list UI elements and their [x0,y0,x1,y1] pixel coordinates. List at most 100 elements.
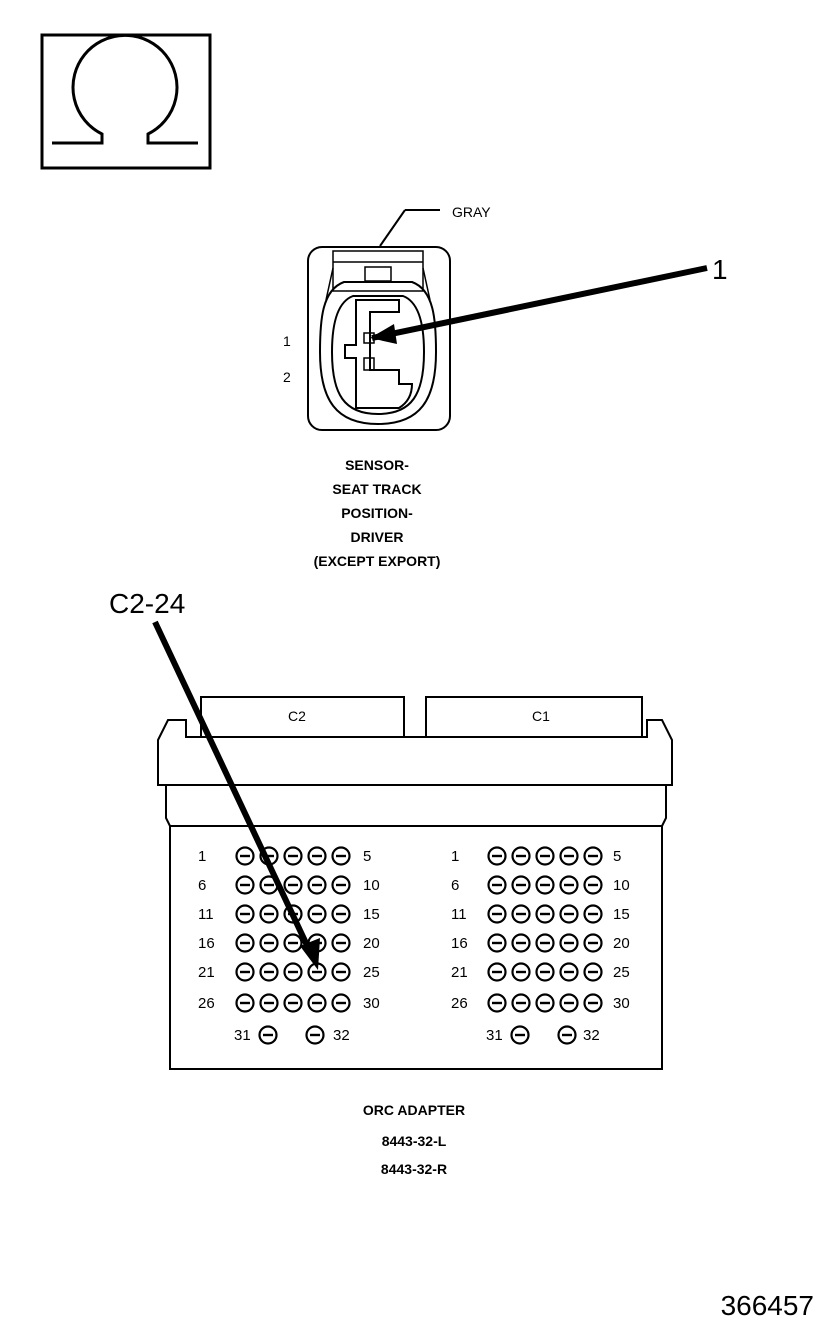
ohm-symbol-icon [52,33,198,145]
pin-cavity-c1-23 [535,962,555,982]
pin-cavity-c1-1 [487,846,507,866]
pin-label-c2-15: 15 [363,906,380,923]
pin-cavity-c2-10 [331,875,351,895]
pin-cavity-c1-2 [511,846,531,866]
pin-label-c2-26: 26 [198,995,215,1012]
pin-cavity-c2-15 [331,904,351,924]
pin-label-c2-25: 25 [363,964,380,981]
pin-cavity-c1-8 [535,875,555,895]
pin-label-c1-15: 15 [613,906,630,923]
adapter-callout-label: C2-24 [109,588,185,619]
connector-label-c2: C2 [288,708,306,724]
pin-cavity-c1-22 [511,962,531,982]
pin-cavity-c1-11 [487,904,507,924]
adapter-caption-line-1: ORC ADAPTER [363,1102,465,1118]
pin-label-c2-32: 32 [333,1027,350,1044]
pin-label-c2-21: 21 [198,964,215,981]
pin-label-c2-5: 5 [363,848,371,865]
pin-label-c2-11: 11 [198,906,214,923]
sensor-caption-line-2: SEAT TRACK [332,481,421,497]
pin-cavity-c1-7 [511,875,531,895]
pin-label-c1-30: 30 [613,995,630,1012]
sensor-caption: SENSOR- SEAT TRACK POSITION- DRIVER (EXC… [314,457,441,569]
pin-cavity-c2-22 [259,962,279,982]
pin-cavity-c2-4 [307,846,327,866]
connector-label-c1: C1 [532,708,550,724]
pin-cavity-c2-16 [235,933,255,953]
pin-cavity-c2-17 [259,933,279,953]
pin-cavity-c1-4 [559,846,579,866]
wire-color-label: GRAY [452,204,491,220]
pin-cavity-c1-3 [535,846,555,866]
pin-cavity-c2-32 [305,1025,325,1045]
sensor-callout-label: 1 [712,254,728,285]
sensor-pin-label-1: 1 [283,333,291,349]
pin-cavity-c2-30 [331,993,351,1013]
sensor-caption-line-5: (EXCEPT EXPORT) [314,553,441,569]
pin-label-c2-30: 30 [363,995,380,1012]
pin-label-c2-6: 6 [198,877,206,894]
pin-label-c1-31: 31 [486,1027,503,1044]
pin-cavity-c2-28 [283,993,303,1013]
pin-cavity-c1-21 [487,962,507,982]
pin-cavity-c2-20 [331,933,351,953]
pin-cavity-c1-12 [511,904,531,924]
sensor-caption-line-4: DRIVER [351,529,404,545]
pin-cavity-c1-18 [535,933,555,953]
figure-number: 366457 [721,1290,814,1321]
pin-label-c2-10: 10 [363,877,380,894]
pin-cavity-c1-19 [559,933,579,953]
pin-label-c1-20: 20 [613,935,630,952]
pin-cavity-c2-3 [283,846,303,866]
pin-cavity-c1-29 [559,993,579,1013]
pin-cavity-c2-29 [307,993,327,1013]
pin-cavity-c2-26 [235,993,255,1013]
pin-label-c1-26: 26 [451,995,468,1012]
sensor-caption-line-1: SENSOR- [345,457,409,473]
pin-cavity-c2-11 [235,904,255,924]
pin-cavity-c2-21 [235,962,255,982]
pin-label-c1-32: 32 [583,1027,600,1044]
pin-cavity-c2-23 [283,962,303,982]
pin-label-c1-6: 6 [451,877,459,894]
pin-cavity-c1-27 [511,993,531,1013]
pin-label-c1-16: 16 [451,935,468,952]
ohm-symbol-box [40,33,212,170]
pin-label-c2-20: 20 [363,935,380,952]
pin-cavity-c1-5 [583,846,603,866]
sensor-pin-label-2: 2 [283,369,291,385]
pin-cavity-c1-15 [583,904,603,924]
pin-cavity-c1-24 [559,962,579,982]
pin-cavity-c2-31 [258,1025,278,1045]
sensor-connector: GRAY 1 2 1 [283,204,728,431]
pin-cavity-c2-1 [235,846,255,866]
pin-cavity-c1-30 [583,993,603,1013]
pin-cavity-c1-16 [487,933,507,953]
pin-label-c2-31: 31 [234,1027,251,1044]
pin-cavity-c2-8 [283,875,303,895]
pin-label-c1-21: 21 [451,964,468,981]
pin-label-c1-1: 1 [451,848,459,865]
pin-cavity-c1-14 [559,904,579,924]
pin-label-c1-25: 25 [613,964,630,981]
pin-label-c2-1: 1 [198,848,206,865]
pin-cavity-c1-25 [583,962,603,982]
pin-cavity-c1-17 [511,933,531,953]
orc-adapter: C2 C1 [157,696,673,1070]
pin-cavity-c1-28 [535,993,555,1013]
sensor-pin-2 [363,357,375,371]
pin-cavity-c1-9 [559,875,579,895]
adapter-callout: C2-24 [109,588,320,970]
pin-cavity-c1-31 [510,1025,530,1045]
pin-cavity-c1-20 [583,933,603,953]
adapter-caption: ORC ADAPTER 8443-32-L 8443-32-R [363,1102,465,1177]
pin-cavity-c2-25 [331,962,351,982]
pin-label-c2-16: 16 [198,935,215,952]
pin-cavity-c1-32 [557,1025,577,1045]
pin-cavity-c2-5 [331,846,351,866]
pin-cavity-c1-6 [487,875,507,895]
pin-label-c1-10: 10 [613,877,630,894]
adapter-caption-line-2: 8443-32-L [382,1133,447,1149]
